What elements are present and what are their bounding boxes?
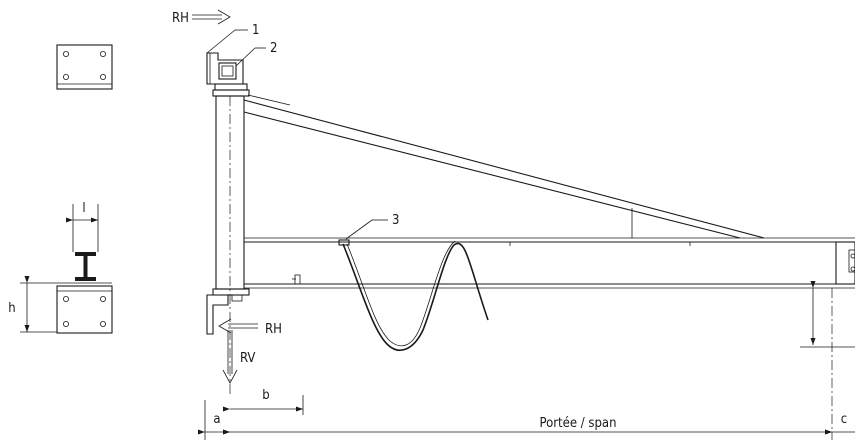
callout-1-label: 1 (252, 23, 259, 38)
top-bracket-plate (56, 44, 113, 90)
callout-2-label: 2 (270, 41, 277, 56)
rh-top-label: RH (172, 11, 189, 26)
dim-l-label: l (82, 201, 85, 216)
i-beam-section (66, 204, 99, 281)
end-stop (292, 274, 301, 285)
rv-arrow (222, 330, 238, 384)
callout-3-label: 3 (392, 213, 399, 228)
rh-top-arrow (192, 9, 231, 25)
callout-3-leader (345, 219, 373, 240)
festoon-cable (338, 239, 489, 351)
dim-a-label: a (213, 412, 220, 427)
callout-2-leader (235, 47, 256, 67)
rh-bottom-arrow (218, 318, 258, 334)
callout-1-leader (206, 29, 236, 54)
rv-label: RV (240, 351, 255, 366)
dim-c-label: c (841, 412, 847, 427)
dim-span-label: Portée / span (540, 416, 617, 431)
hook-height-dimension (800, 281, 855, 440)
bottom-pivot-bracket (206, 294, 243, 335)
jib-arm (244, 237, 855, 289)
bottom-dimensions (198, 395, 855, 440)
crane-column (212, 95, 250, 395)
tie-rod (243, 94, 765, 239)
bottom-bracket-plate (20, 276, 113, 334)
dim-h-label: h (8, 301, 15, 316)
rh-bottom-label: RH (265, 322, 282, 337)
dim-b-label: b (262, 388, 269, 403)
top-pivot-bracket (206, 52, 250, 97)
